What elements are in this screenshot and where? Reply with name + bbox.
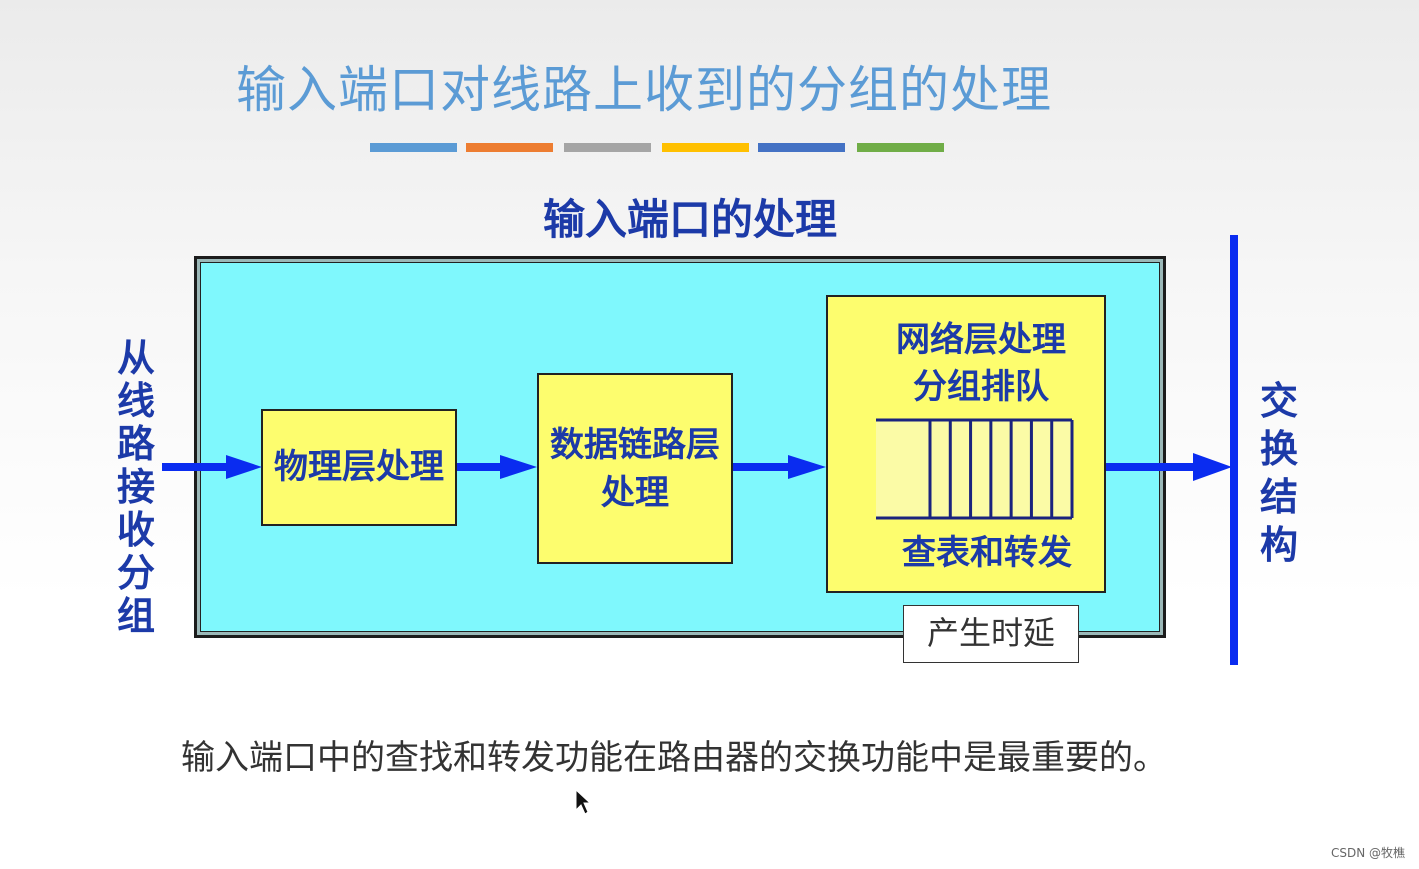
accent-bar-yellow bbox=[662, 143, 749, 152]
arrow-dl-to-net-head bbox=[788, 455, 826, 479]
arrow-output-shaft bbox=[1106, 463, 1198, 471]
data-link-layer-label-line1: 数据链路层 bbox=[550, 425, 720, 465]
accent-bar-blue bbox=[370, 143, 457, 152]
data-link-layer-box bbox=[537, 373, 733, 564]
arrow-dl-to-net-shaft bbox=[733, 463, 793, 471]
accent-bar-orange bbox=[466, 143, 553, 152]
arrow-phy-to-dl-shaft bbox=[457, 463, 505, 471]
physical-layer-box bbox=[261, 409, 457, 526]
delay-label-box: 产生时延 bbox=[903, 605, 1079, 663]
right-vertical-label: 交 换 结 构 bbox=[1259, 379, 1298, 567]
diagram-title: 输入端口的处理 bbox=[542, 195, 837, 244]
arrow-phy-to-dl-head bbox=[500, 455, 537, 479]
accent-bar-darkblue bbox=[758, 143, 845, 152]
arrow-input-shaft bbox=[162, 463, 232, 471]
left-vertical-label: 从 线 路 接 收 分 组 bbox=[116, 336, 155, 638]
watermark: CSDN @牧樵 bbox=[1330, 846, 1405, 860]
accent-bar-green bbox=[857, 143, 944, 152]
arrow-input-head bbox=[226, 455, 262, 479]
packet-queue bbox=[876, 418, 1074, 520]
accent-bar-gray bbox=[564, 143, 651, 152]
lookup-forward-label: 查表和转发 bbox=[902, 533, 1072, 573]
network-layer-label-line2: 分组排队 bbox=[913, 367, 1049, 407]
slide-title: 输入端口对线路上收到的分组的处理 bbox=[236, 61, 1052, 119]
data-link-layer-label-line2: 处理 bbox=[601, 473, 669, 513]
queue-fill bbox=[876, 420, 1072, 518]
switch-fabric-line bbox=[1230, 235, 1238, 665]
slide-caption: 输入端口中的查找和转发功能在路由器的交换功能中是最重要的。 bbox=[181, 738, 1167, 778]
arrow-output-head bbox=[1193, 453, 1232, 481]
network-layer-label-line1: 网络层处理 bbox=[896, 320, 1066, 360]
physical-layer-label: 物理层处理 bbox=[274, 447, 444, 487]
